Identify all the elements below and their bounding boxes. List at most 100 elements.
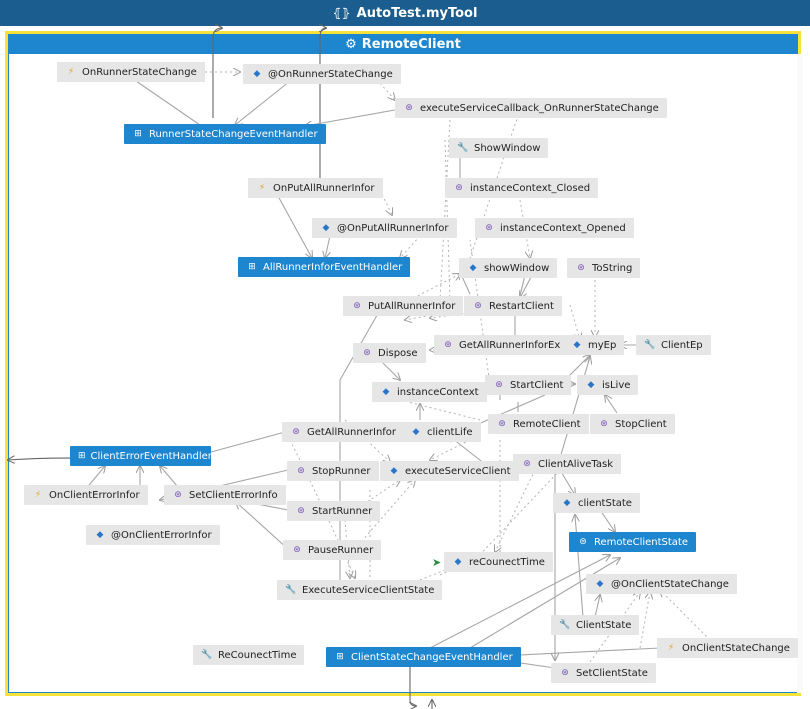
method-icon: ⊛: [353, 301, 361, 311]
node-label: GetAllRunnerInforEx: [459, 339, 561, 351]
node-label: OnClientErrorInfor: [49, 489, 140, 501]
vertical-scrollbar[interactable]: [797, 54, 803, 693]
field-icon: ◆: [390, 466, 398, 476]
property-show-window[interactable]: 🔧ShowWindow: [449, 138, 549, 158]
wrench-icon: 🔧: [644, 340, 656, 350]
method-stop-client[interactable]: ⊛StopClient: [590, 414, 675, 434]
method-icon: ⊛: [297, 466, 305, 476]
node-label: instanceContext_Opened: [500, 222, 626, 234]
method-remote-client[interactable]: ⊛ RemoteClient: [488, 414, 589, 434]
field-execute-service-client[interactable]: ◆ executeServiceClient: [380, 461, 519, 481]
event-on-put-all-runner-infor[interactable]: ⚡OnPutAllRunnerInfor: [248, 178, 383, 198]
lightning-icon: ⚡: [67, 67, 75, 77]
node-label: @OnClientErrorInfor: [111, 529, 212, 541]
field-is-live[interactable]: ◆isLive: [577, 375, 639, 395]
method-start-client[interactable]: ⊛ StartClient: [485, 375, 572, 395]
delegate-client-state-change-handler[interactable]: ⊞ ClientStateChangeEventHandler: [326, 647, 521, 667]
method-icon: ⊛: [498, 419, 506, 429]
node-label: ClientStateChangeEventHandler: [351, 651, 513, 663]
wrench-icon: 🔧: [201, 650, 213, 660]
field-icon: ◆: [382, 387, 390, 397]
node-label: StopClient: [615, 418, 667, 430]
field-icon: ◆: [454, 557, 462, 567]
node-label: ReCounectTime: [218, 649, 297, 661]
method-instance-context-closed[interactable]: ⊛ instanceContext_Closed: [445, 178, 599, 198]
field-instance-context[interactable]: ◆instanceContext: [372, 382, 487, 402]
property-client-state[interactable]: 🔧ClientState: [551, 615, 640, 635]
method-icon: ⊛: [495, 380, 503, 390]
method-to-string[interactable]: ⊛ToString: [567, 258, 641, 278]
event-on-runner-state-change[interactable]: ⚡OnRunnerStateChange: [57, 62, 205, 82]
method-get-all-runner-infor[interactable]: ⊛GetAllRunnerInfor: [282, 422, 405, 442]
method-icon: ⊛: [293, 545, 301, 555]
method-icon: ⊛: [474, 301, 482, 311]
delegate-icon: ⊞: [134, 129, 142, 139]
field-client-state[interactable]: ◆clientState: [553, 493, 640, 513]
method-dispose[interactable]: ⊛Dispose: [353, 343, 426, 363]
enum-remote-client-state[interactable]: ⊜ RemoteClientState: [569, 532, 697, 552]
delegate-icon: ⊞: [336, 652, 344, 662]
node-label: isLive: [602, 379, 631, 391]
method-set-client-state[interactable]: ⊛SetClientState: [551, 663, 656, 683]
node-label: executeServiceClient: [405, 465, 511, 477]
property-client-ep[interactable]: 🔧 ClientEp: [636, 335, 711, 355]
property-execute-service-client-state[interactable]: 🔧 ExecuteServiceClientState: [277, 580, 443, 600]
method-icon: ⊛: [297, 506, 305, 516]
lightning-icon: ⚡: [667, 643, 675, 653]
group-header[interactable]: ⚙ RemoteClient: [8, 34, 798, 54]
method-icon: ⊛: [292, 427, 300, 437]
delegate-client-error-handler[interactable]: ⊞ClientErrorEventHandler: [70, 446, 212, 466]
node-label: RunnerStateChangeEventHandler: [149, 128, 318, 140]
field-show-window[interactable]: ◆showWindow: [459, 258, 558, 278]
field-icon: ◆: [563, 498, 571, 508]
method-client-alive-task[interactable]: ⊛ClientAliveTask: [513, 454, 621, 474]
method-icon: ⊛: [405, 103, 413, 113]
node-label: clientLife: [427, 426, 473, 438]
node-label: RemoteClientState: [594, 536, 689, 548]
field-at-on-put-all-runner-infor[interactable]: ◆ @OnPutAllRunnerInfor: [312, 218, 457, 238]
method-restart-client[interactable]: ⊛RestartClient: [464, 296, 562, 316]
event-on-client-error-infor[interactable]: ⚡ OnClientErrorInfor: [24, 485, 148, 505]
method-instance-context-opened[interactable]: ⊛instanceContext_Opened: [475, 218, 634, 238]
method-set-client-error-info[interactable]: ⊛SetClientErrorInfo: [164, 485, 286, 505]
node-label: StopRunner: [312, 465, 371, 477]
method-pause-runner[interactable]: ⊛PauseRunner: [283, 540, 382, 560]
method-stop-runner[interactable]: ⊛ StopRunner: [287, 461, 379, 481]
lightning-icon: ⚡: [34, 490, 42, 500]
wrench-icon: 🔧: [285, 585, 297, 595]
delegate-all-runner-infor-handler[interactable]: ⊞AllRunnerInforEventHandler: [238, 257, 411, 277]
node-label: SetClientErrorInfo: [189, 489, 278, 501]
field-icon: ◆: [322, 223, 330, 233]
event-on-client-state-change[interactable]: ⚡OnClientStateChange: [657, 638, 798, 658]
property-re-counect-time[interactable]: 🔧 ReCounectTime: [193, 645, 305, 665]
window-title-bar: ⦃⦄ AutoTest.myTool: [0, 0, 810, 26]
node-label: myEp: [588, 339, 617, 351]
node-label: @OnPutAllRunnerInfor: [337, 222, 449, 234]
node-label: SetClientState: [576, 667, 648, 679]
field-at-on-runner-state-change[interactable]: ◆@OnRunnerStateChange: [243, 64, 401, 84]
method-get-all-runner-infor-ex[interactable]: ⊛GetAllRunnerInforEx: [434, 335, 569, 355]
method-execute-service-callback[interactable]: ⊛executeServiceCallback_OnRunnerStateCha…: [395, 98, 667, 118]
node-label: ExecuteServiceClientState: [302, 584, 435, 596]
field-icon: ◆: [96, 530, 104, 540]
delegate-runner-state-change-handler[interactable]: ⊞ RunnerStateChangeEventHandler: [124, 124, 326, 144]
field-at-on-client-error-infor[interactable]: ◆ @OnClientErrorInfor: [86, 525, 220, 545]
field-icon: ◆: [253, 69, 261, 79]
node-label: instanceContext_Closed: [470, 182, 591, 194]
node-label: StartClient: [510, 379, 564, 391]
field-at-on-client-state-change[interactable]: ◆ @OnClientStateChange: [586, 574, 737, 594]
node-label: ClientEp: [661, 339, 703, 351]
node-label: RemoteClient: [513, 418, 581, 430]
node-label: @OnClientStateChange: [611, 578, 729, 590]
field-my-ep[interactable]: ◆myEp: [563, 335, 625, 355]
node-label: showWindow: [484, 262, 550, 274]
enum-icon: ⊜: [579, 537, 587, 547]
field-icon: ◆: [596, 579, 604, 589]
field-client-life[interactable]: ◆clientLife: [402, 422, 481, 442]
field-re-counect-time[interactable]: ◆reCounectTime: [444, 552, 553, 572]
node-label: ClientAliveTask: [538, 458, 613, 470]
method-put-all-runner-infor[interactable]: ⊛PutAllRunnerInfor: [343, 296, 464, 316]
method-icon: ⊛: [455, 183, 463, 193]
class-group-icon: ⚙: [345, 36, 357, 52]
method-start-runner[interactable]: ⊛StartRunner: [287, 501, 381, 521]
